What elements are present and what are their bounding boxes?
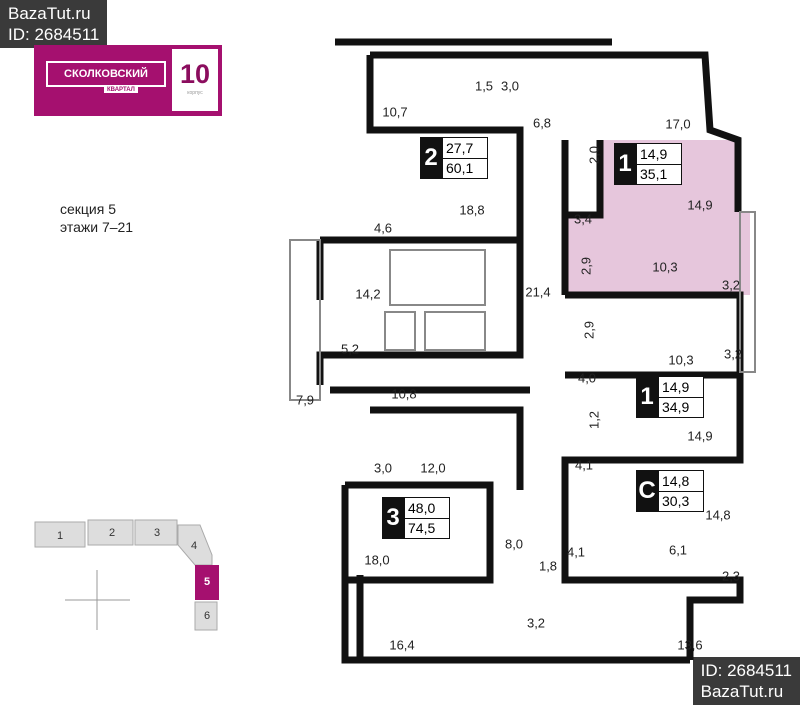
key-section-1 <box>34 521 86 548</box>
room-area: 2,0 <box>586 145 602 165</box>
room-area: 1,8 <box>538 558 558 574</box>
key-label-2: 2 <box>108 527 116 539</box>
total-area: 60,1 <box>446 160 474 177</box>
building-box: 10 корпус <box>172 49 218 111</box>
living-area: 14,8 <box>659 471 703 492</box>
room-area: 1,5 <box>474 78 494 94</box>
rooms-count: С <box>636 470 658 512</box>
key-label-6: 6 <box>203 610 211 622</box>
room-area: 2,9 <box>578 256 594 276</box>
total-area: 34,9 <box>662 399 690 416</box>
key-plan <box>34 519 219 631</box>
room-area: 2,9 <box>581 320 597 340</box>
building-number: 10 <box>179 59 211 89</box>
watermark-site: BazaTut.ru <box>700 682 784 701</box>
highlighted-apartment <box>565 140 750 295</box>
key-section-2 <box>87 519 134 546</box>
room-area: 8,0 <box>504 536 524 552</box>
living-area: 48,0 <box>405 498 449 519</box>
logo-brand: СКОЛКОВСКИЙ <box>46 61 166 87</box>
room-area: 3,0 <box>500 78 520 94</box>
room-area: 18,0 <box>364 552 390 568</box>
section-label: секция 5 <box>60 201 117 217</box>
room-area: 12,0 <box>420 460 446 476</box>
room-area: 4,0 <box>577 370 597 386</box>
section-info: секция 5 этажи 7–21 <box>60 200 133 236</box>
room-area: 10,3 <box>668 352 694 368</box>
rooms-count: 3 <box>382 497 404 539</box>
logo: СКОЛКОВСКИЙ КВАРТАЛ 10 корпус <box>34 45 222 116</box>
room-area: 18,8 <box>459 202 485 218</box>
key-section-6 <box>194 601 218 631</box>
rooms-count: 1 <box>636 376 658 418</box>
room-area: 3,4 <box>573 211 593 227</box>
room-area: 6,1 <box>668 542 688 558</box>
room-area: 10,7 <box>382 104 408 120</box>
room-area: 7,9 <box>295 392 315 408</box>
room-area: 16,4 <box>389 637 415 653</box>
room-area: 4,1 <box>566 544 586 560</box>
room-area: 10,3 <box>652 259 678 275</box>
room-area: 5,2 <box>340 341 360 357</box>
room-area: 2,3 <box>721 568 741 584</box>
room-area: 21,4 <box>525 284 551 300</box>
living-area: 14,9 <box>637 144 681 165</box>
room-area: 4,6 <box>373 220 393 236</box>
watermark-bottom: ID: 2684511 BazaTut.ru <box>692 657 800 705</box>
logo-sub: КВАРТАЛ <box>104 87 138 93</box>
living-area: 14,9 <box>659 377 703 398</box>
floors-label: этажи 7–21 <box>60 219 134 235</box>
room-area: 14,9 <box>687 428 713 444</box>
room-area: 3,2 <box>526 615 546 631</box>
watermark-site: BazaTut.ru <box>8 4 91 23</box>
room-area: 10,8 <box>391 386 417 402</box>
room-area: 3,0 <box>373 460 393 476</box>
room-area: 17,0 <box>665 116 691 132</box>
watermark-top: BazaTut.ru ID: 2684511 <box>0 0 108 48</box>
room-area: 1,2 <box>586 410 602 430</box>
key-section-3 <box>134 519 178 546</box>
key-label-1: 1 <box>56 530 64 542</box>
rooms-count: 1 <box>614 143 636 185</box>
watermark-id: ID: 2684511 <box>8 25 100 44</box>
room-area: 3,2 <box>723 346 743 362</box>
building-word: корпус <box>187 90 203 96</box>
rooms-count: 2 <box>420 137 442 179</box>
total-area: 35,1 <box>640 166 668 183</box>
living-area: 27,7 <box>443 138 487 159</box>
total-area: 74,5 <box>408 520 436 537</box>
room-area: 14,8 <box>705 507 731 523</box>
room-area: 13,6 <box>677 637 703 653</box>
room-area: 3,2 <box>721 277 741 293</box>
key-section-5 <box>195 565 219 600</box>
key-label-3: 3 <box>153 527 161 539</box>
total-area: 30,3 <box>662 493 690 510</box>
key-label-4: 4 <box>190 540 198 552</box>
room-area: 14,2 <box>355 286 381 302</box>
key-label-5: 5 <box>203 576 211 588</box>
room-area: 6,8 <box>532 115 552 131</box>
watermark-id: ID: 2684511 <box>700 661 792 680</box>
room-area: 4,1 <box>574 457 594 473</box>
room-area: 14,9 <box>687 197 713 213</box>
